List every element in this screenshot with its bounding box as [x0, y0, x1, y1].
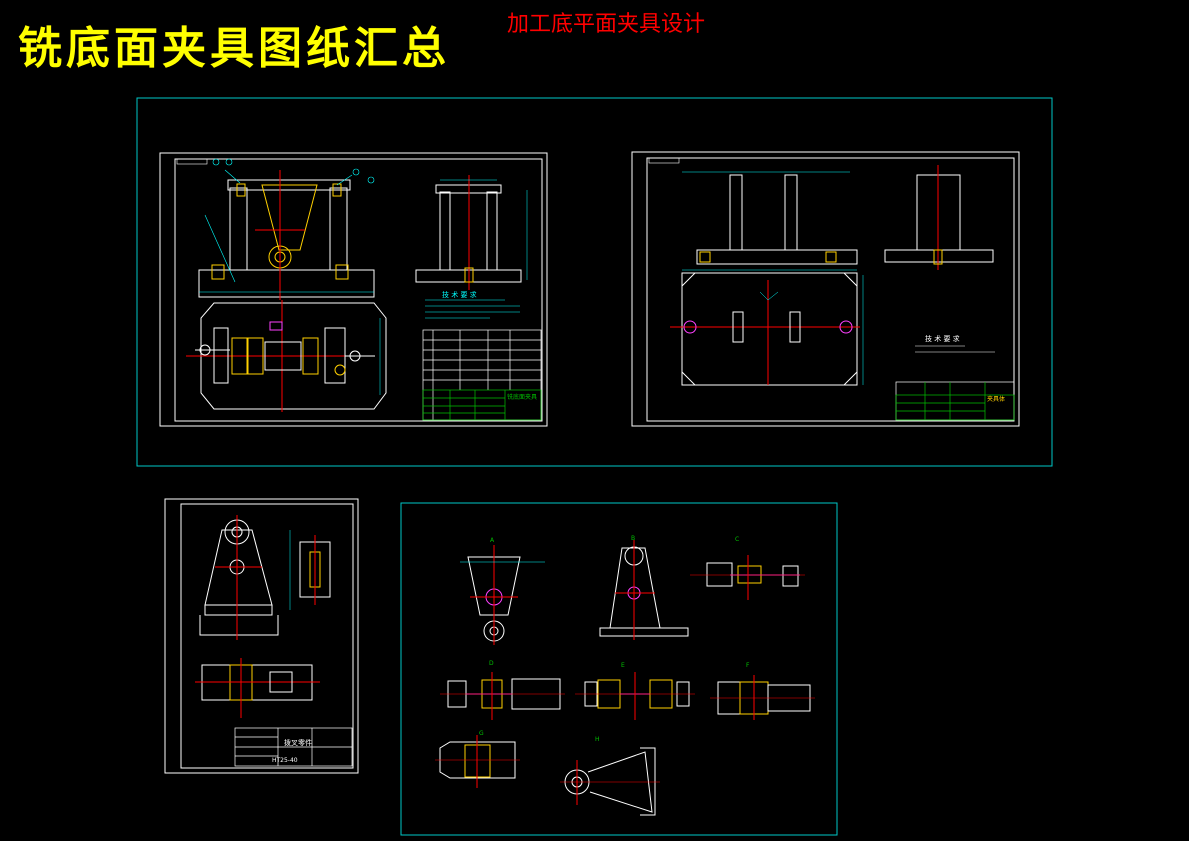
base-table-title: 夹具体: [987, 395, 1005, 403]
detail-view-h: [560, 747, 660, 816]
base-tech-req: [915, 345, 995, 353]
part-lower-view: [195, 658, 320, 718]
detail-view-g: [435, 735, 520, 788]
view-label-a: A: [490, 537, 495, 544]
assembly-front-view: [198, 158, 375, 300]
top-group-frame: [136, 97, 1053, 467]
view-label-h: H: [595, 736, 600, 743]
part-main-view: [199, 515, 331, 640]
component-sheet: A B C D: [400, 502, 838, 836]
view-label-g: G: [479, 730, 484, 737]
assembly-table-title: 铣底面夹具: [507, 393, 537, 401]
detail-view-e: [575, 672, 695, 720]
detail-view-c: [690, 555, 805, 600]
assembly-sheet: 技 术 要 求 铣底面夹具: [159, 152, 548, 427]
page-title: 铣底面夹具图纸汇总: [18, 23, 450, 74]
part-code: HT25-40: [272, 757, 298, 764]
view-label-c: C: [735, 536, 739, 543]
base-top-view: [670, 269, 864, 386]
base-sheet: 技 术 要 求 夹具体: [631, 151, 1020, 427]
detail-view-b: [599, 540, 689, 640]
part-title-block: [234, 727, 353, 767]
view-label-b: B: [631, 535, 635, 542]
assembly-side-view: [415, 175, 528, 290]
base-side-view: [884, 165, 994, 270]
assembly-top-view: [186, 300, 387, 412]
part-table-title: 拨叉零件: [284, 738, 312, 747]
base-front-view: [682, 171, 858, 265]
detail-view-a: [460, 545, 545, 645]
assembly-tech-req: [425, 299, 520, 319]
view-label-d: D: [489, 660, 494, 667]
base-tech-req-title: 技 术 要 求: [925, 334, 960, 343]
page-subtitle: 加工底平面夹具设计: [507, 12, 706, 37]
view-label-f: F: [746, 662, 750, 669]
detail-view-f: [710, 675, 815, 720]
assembly-title-block: [422, 329, 542, 421]
assembly-tech-req-title: 技 术 要 求: [442, 290, 477, 299]
base-title-block: [895, 381, 1015, 421]
view-label-e: E: [621, 662, 625, 669]
part-sheet: 拨叉零件 HT25-40: [164, 498, 359, 774]
detail-view-d: [440, 672, 565, 720]
